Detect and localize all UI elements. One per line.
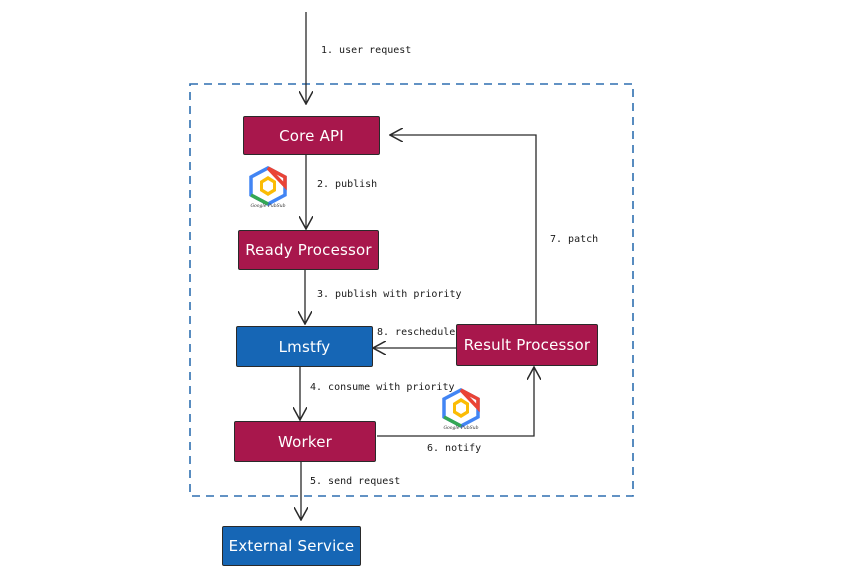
edge-label-publish: 2. publish — [317, 179, 378, 190]
google-pubsub-icon: Google PubSub — [245, 166, 291, 212]
arrow-patch — [390, 135, 537, 324]
pubsub-caption: Google PubSub — [250, 204, 286, 209]
edge-label-publish-priority: 3. publish with priority — [317, 289, 462, 300]
edge-label-send-request: 5. send request — [310, 476, 401, 487]
ready-processor-node: Ready Processor — [238, 230, 379, 270]
edge-label-reschedule: 8. reschedule — [377, 327, 456, 338]
edge-label-user-request: 1. user request — [321, 45, 412, 56]
worker-label: Worker — [277, 432, 333, 451]
arrow-notify — [377, 367, 534, 437]
result-processor-label: Result Processor — [463, 336, 591, 354]
edge-label-consume-priority: 4. consume with priority — [310, 382, 455, 393]
result-processor-node: Result Processor — [456, 324, 598, 366]
ready-processor-label: Ready Processor — [245, 241, 372, 259]
core-api-label: Core API — [279, 126, 344, 145]
worker-node: Worker — [234, 421, 376, 462]
lmstfy-node: Lmstfy — [236, 326, 373, 367]
external-service-label: External Service — [228, 537, 355, 555]
edge-label-notify: 6. notify — [427, 443, 482, 454]
google-pubsub-icon: Google PubSub — [438, 388, 484, 434]
system-boundary — [189, 83, 634, 497]
core-api-node: Core API — [243, 116, 380, 155]
lmstfy-label: Lmstfy — [278, 337, 331, 356]
edge-label-patch: 7. patch — [550, 234, 599, 245]
external-service-node: External Service — [222, 526, 361, 566]
pubsub-caption: Google PubSub — [443, 426, 479, 431]
